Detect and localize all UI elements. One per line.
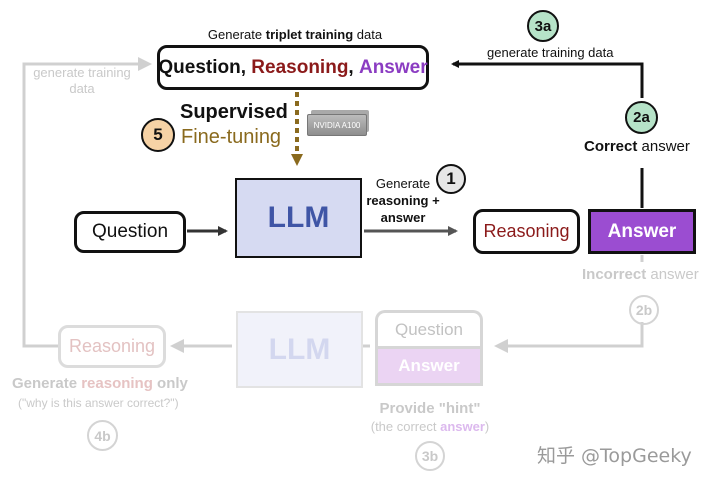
generate-reasoning-only-label: Generate reasoning only [12,375,188,392]
why-label: ("why is this answer correct?") [18,396,179,410]
watermark: 知乎 @TopGeeky [537,445,692,467]
step-2b-badge: 2b [629,295,659,325]
arrow-correct-top [451,60,644,98]
faded-llm-box: LLM [236,311,363,388]
answer-box: Answer [588,209,696,254]
step-2a-badge: 2a [625,101,658,134]
hint-answer-box: Answer [375,346,483,386]
step-3b-badge: 3b [415,441,445,471]
correct-answer-label: Correct answer [584,138,690,155]
incorrect-answer-label: Incorrect answer [582,266,699,283]
hint-question-box: Question [375,310,483,346]
step-4b-badge: 4b [87,420,118,451]
hint-sublabel: (the correct answer) [370,419,490,434]
reasoning-box: Reasoning [473,209,580,254]
faded-reasoning-box: Reasoning [58,325,166,368]
provide-hint-label: Provide "hint" [379,400,481,417]
arrow-faded-loop [22,57,152,348]
question-box: Question [74,211,186,253]
supervised-label: Supervised [180,101,288,123]
generate-caption: Generate reasoning + answer [366,176,440,225]
step-3a-badge: 3a [527,10,559,42]
gpu-chip-icon: NVIDIA A100 [307,110,369,136]
step-5-badge: 5 [141,118,175,152]
triplet-question: Question [158,56,241,78]
triplet-caption: Generate triplet training data [207,27,383,42]
llm-box: LLM [235,178,362,258]
triplet-reasoning: Reasoning [251,56,349,78]
arrow-incorrect-hint [494,322,644,353]
step-1-badge: 1 [436,164,466,194]
triplet-answer: Answer [358,56,428,78]
gpu-label: NVIDIA A100 [313,120,361,130]
finetuning-label: Fine-tuning [181,126,282,148]
faded-generate-training-label: generate training data [33,65,131,96]
triplet-box: Question, Reasoning, Answer [157,45,429,90]
generate-training-data-label: generate training data [487,45,614,60]
